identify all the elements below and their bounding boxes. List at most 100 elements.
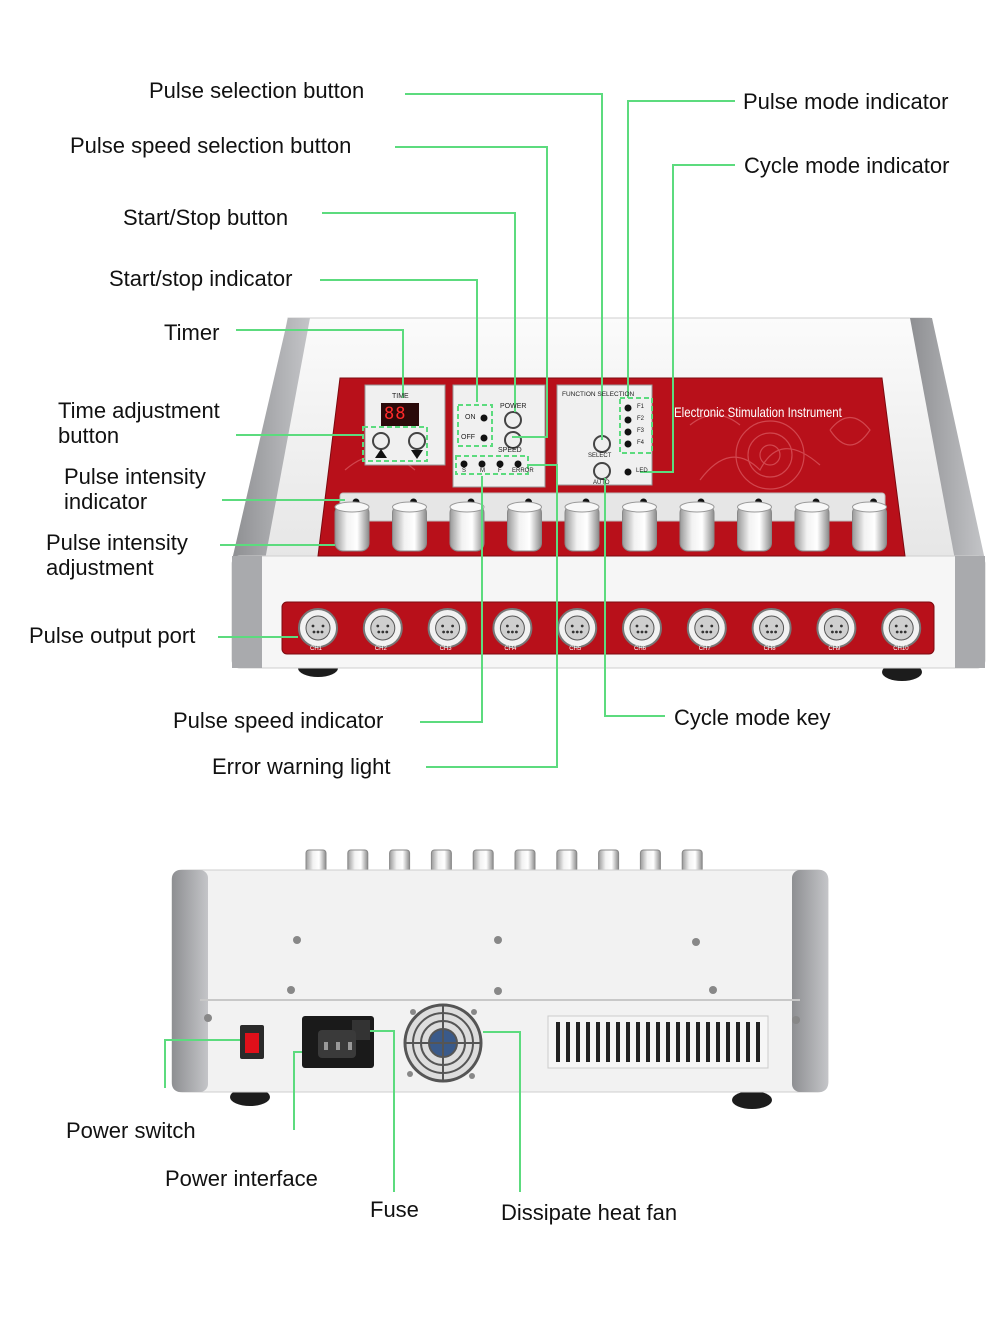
port-socket (694, 615, 720, 641)
label-time-adjustment-line2: button (58, 423, 120, 448)
side-panel-right (910, 318, 985, 560)
auto-label: AUTO (593, 480, 610, 486)
start-stop-button[interactable] (504, 411, 522, 429)
label-start-stop-indicator: Start/stop indicator (109, 266, 293, 291)
knob-top (392, 501, 427, 513)
label-error-warning-light: Error warning light (212, 754, 391, 779)
knob-top-back (639, 849, 661, 873)
power-switch-rocker (245, 1033, 259, 1053)
callout-lines (164, 93, 735, 1192)
f3-indicator (624, 428, 632, 436)
knob-top (507, 501, 542, 513)
label-time-adjustment-line1: Time adjustment (58, 398, 220, 423)
channel-label: CH9 (828, 646, 841, 652)
f2-label: F2 (637, 416, 645, 422)
channel-label: CH1 (310, 646, 323, 652)
dashed-highlights (362, 397, 653, 475)
speed-f-indicator (496, 460, 504, 468)
label-pulse-intensity-indicator-line1: Pulse intensity (64, 464, 206, 489)
label-power-interface: Power interface (165, 1166, 318, 1191)
time-up-button[interactable] (372, 432, 390, 450)
knob-top-back (430, 849, 452, 873)
label-pulse-speed-indicator: Pulse speed indicator (173, 708, 384, 733)
back-device (171, 849, 829, 1109)
port-socket (888, 615, 914, 641)
screws (204, 936, 800, 1079)
speed-s-indicator (460, 460, 468, 468)
speed-f-label: F (498, 468, 502, 474)
f4-label: F4 (637, 440, 645, 446)
back-side-right (792, 870, 828, 1092)
label-pulse-intensity-indicator-line2: indicator (64, 489, 148, 514)
label-pulse-speed-selection-button: Pulse speed selection button (70, 133, 352, 158)
label-timer: Timer (164, 320, 220, 345)
knob-top (737, 501, 772, 513)
off-label: OFF (461, 434, 475, 441)
timer-readout: 88 (384, 404, 407, 424)
knob-top (449, 501, 485, 513)
speed-label: SPEED (498, 447, 522, 454)
label-pulse-intensity-adjustment-line1: Pulse intensity (46, 530, 188, 555)
label-power-switch: Power switch (66, 1118, 196, 1143)
knob-top (564, 501, 600, 513)
port-socket (305, 615, 331, 641)
channel-label: CH10 (893, 646, 909, 652)
off-indicator (480, 434, 488, 442)
f1-label: F1 (637, 404, 645, 410)
port-socket (435, 615, 461, 641)
fuse-holder (352, 1020, 370, 1040)
port-socket (629, 615, 655, 641)
label-start-stop-button: Start/Stop button (123, 205, 289, 230)
f3-label: F3 (637, 428, 645, 434)
knob-top-back (681, 849, 703, 873)
led-indicator (624, 468, 632, 476)
on-label: ON (465, 414, 476, 421)
function-selection-label: FUNCTION SELECTION (562, 391, 635, 398)
speed-button[interactable] (504, 431, 522, 449)
port-socket (499, 615, 525, 641)
label-cycle-mode-key: Cycle mode key (674, 705, 831, 730)
knob-top-back (514, 849, 536, 873)
label-pulse-intensity-adjustment-line2: adjustment (46, 555, 154, 580)
knob-top-back (305, 849, 327, 873)
label-fuse: Fuse (370, 1197, 419, 1222)
select-label: SELECT (588, 453, 612, 459)
on-indicator (480, 414, 488, 422)
error-indicator (514, 460, 522, 468)
channel-label: CH5 (569, 646, 582, 652)
knob-top-back (347, 849, 369, 873)
knob-top (679, 501, 715, 513)
back-side-left (172, 870, 208, 1092)
knob-top (852, 501, 887, 513)
f2-indicator (624, 416, 632, 424)
channel-label: CH8 (763, 646, 776, 652)
arrow-up-icon (375, 449, 387, 458)
led-label: LED (636, 468, 648, 474)
front-side-left (232, 556, 262, 668)
intensity-knobs (334, 498, 887, 552)
knob-top-back (389, 849, 411, 873)
label-cycle-mode-indicator: Cycle mode indicator (744, 153, 950, 178)
foot (732, 1091, 772, 1109)
label-dissipate-heat-fan: Dissipate heat fan (501, 1200, 678, 1225)
time-down-button[interactable] (408, 432, 426, 450)
vent-slots (556, 1022, 760, 1062)
port-socket (370, 615, 396, 641)
speed-m-indicator (478, 460, 486, 468)
label-pulse-output-port: Pulse output port (29, 623, 196, 648)
timer-display (381, 403, 419, 426)
knob-top-back (556, 849, 578, 873)
knob-top (622, 501, 657, 513)
channel-label: CH2 (374, 646, 387, 652)
speed-m-label: M (480, 468, 485, 474)
f1-indicator (624, 404, 632, 412)
knob-top (794, 501, 830, 513)
knob-top-back (472, 849, 494, 873)
knob-top (334, 501, 370, 513)
speed-s-label: S (462, 468, 467, 474)
auto-button[interactable] (593, 462, 611, 480)
brand-label: Electronic Stimulation Instrument (674, 404, 842, 420)
f4-indicator (624, 440, 632, 448)
label-pulse-selection-button: Pulse selection button (149, 78, 365, 103)
